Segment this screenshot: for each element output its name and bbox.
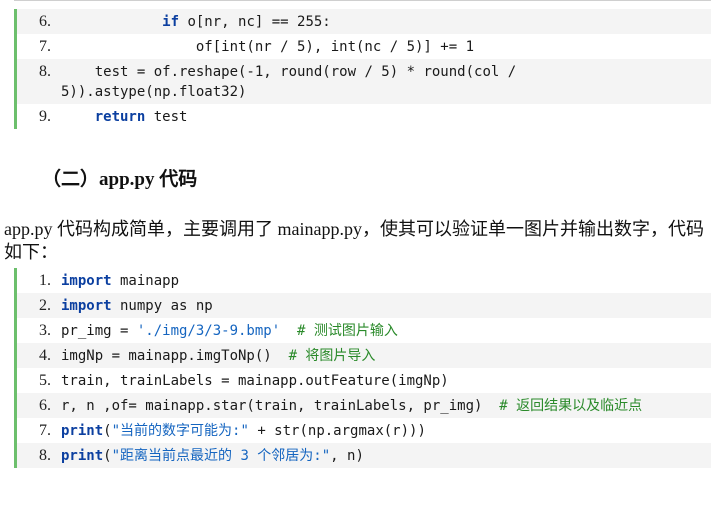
code-text: r, n ,of= mainapp.star(train, trainLabel… [61,396,711,416]
code-keyword: import [61,273,112,289]
code-line: 8. test = of.reshape(-1, round(row / 5) … [17,59,711,104]
code-text: return test [61,107,711,127]
code-keyword: if [162,14,180,30]
code-line: 6. if o[nr, nc] == 255: [17,9,711,34]
code-token: pr_img = [61,323,137,339]
top-rule [14,0,711,1]
code-text: pr_img = './img/3/3-9.bmp' # 测试图片输入 [61,321,711,341]
code-text: print("当前的数字可能为:" + str(np.argmax(r))) [61,421,711,441]
code-line: 4. imgNp = mainapp.imgToNp() # 将图片导入 [17,343,711,368]
line-number: 6. [39,13,51,30]
code-comment: # 测试图片输入 [297,323,398,339]
code-token: ( [103,448,112,464]
code-keyword: import [61,298,112,314]
code-text: import mainapp [61,271,711,291]
code-token: of[int(nr / 5), int(nc / 5)] += 1 [61,39,475,55]
code-token [61,14,162,30]
code-text: if o[nr, nc] == 255: [61,12,711,32]
code-comment: # 将图片导入 [288,348,376,364]
code-string: "距离当前点最近的 3 个邻居为:" [111,448,331,464]
code-token: + str(np.argmax(r))) [248,423,426,439]
line-number: 1. [39,272,51,289]
line-number: 2. [39,297,51,314]
code-token: o[nr, nc] == 255: [179,14,331,30]
code-keyword: print [61,423,104,439]
code-token: test = of.reshape(-1, round(row / 5) * r… [61,64,525,100]
line-number: 3. [39,322,51,339]
code-token [280,323,297,339]
code-token: numpy as np [111,298,213,314]
line-number: 7. [39,422,51,439]
line-number: 7. [39,38,51,55]
line-number: 9. [39,108,51,125]
description-paragraph: app.py 代码构成简单，主要调用了 mainapp.py，使其可以验证单一图… [4,219,704,262]
code-line: 6. r, n ,of= mainapp.star(train, trainLab… [17,393,711,418]
code-token: train, trainLabels = mainapp.outFeature(… [61,373,449,389]
code-token: , n) [330,448,364,464]
code-token: imgNp = mainapp.imgToNp() [61,348,289,364]
code-string: './img/3/3-9.bmp' [136,323,281,339]
code-token: ( [103,423,112,439]
code-text: train, trainLabels = mainapp.outFeature(… [61,371,711,391]
code-text: import numpy as np [61,296,711,316]
code-token: r, n ,of= mainapp.star(train, trainLabel… [61,398,500,414]
line-number: 8. [39,63,51,80]
line-number: 8. [39,447,51,464]
code-line: 9. return test [17,104,711,129]
code-keyword: print [61,448,104,464]
code-comment: # 返回结果以及临近点 [499,398,643,414]
code-block-app-py: 1. import mainapp 2. import numpy as np 3. pr… [14,268,711,468]
line-number: 6. [39,397,51,414]
section-title: （二）app.py 代码 [42,169,198,190]
code-text: test = of.reshape(-1, round(row / 5) * r… [61,62,711,102]
code-token: mainapp [111,273,180,289]
code-line: 8. print("距离当前点最近的 3 个邻居为:", n) [17,443,711,468]
code-line: 3. pr_img = './img/3/3-9.bmp' # 测试图片输入 [17,318,711,343]
code-line: 2. import numpy as np [17,293,711,318]
code-line: 5. train, trainLabels = mainapp.outFeatur… [17,368,711,393]
code-line: 1. import mainapp [17,268,711,293]
code-block-mainapp-tail: 6. if o[nr, nc] == 255:7. of[int(nr / 5)… [14,9,711,129]
code-line: 7. print("当前的数字可能为:" + str(np.argmax(r))) [17,418,711,443]
line-number: 4. [39,347,51,364]
code-text: print("距离当前点最近的 3 个邻居为:", n) [61,446,711,466]
code-token: test [145,109,188,125]
code-text: of[int(nr / 5), int(nc / 5)] += 1 [61,37,711,57]
code-keyword: return [94,109,146,125]
code-string: "当前的数字可能为:" [111,423,249,439]
code-text: imgNp = mainapp.imgToNp() # 将图片导入 [61,346,711,366]
code-line: 7. of[int(nr / 5), int(nc / 5)] += 1 [17,34,711,59]
code-token [61,109,95,125]
line-number: 5. [39,372,51,389]
